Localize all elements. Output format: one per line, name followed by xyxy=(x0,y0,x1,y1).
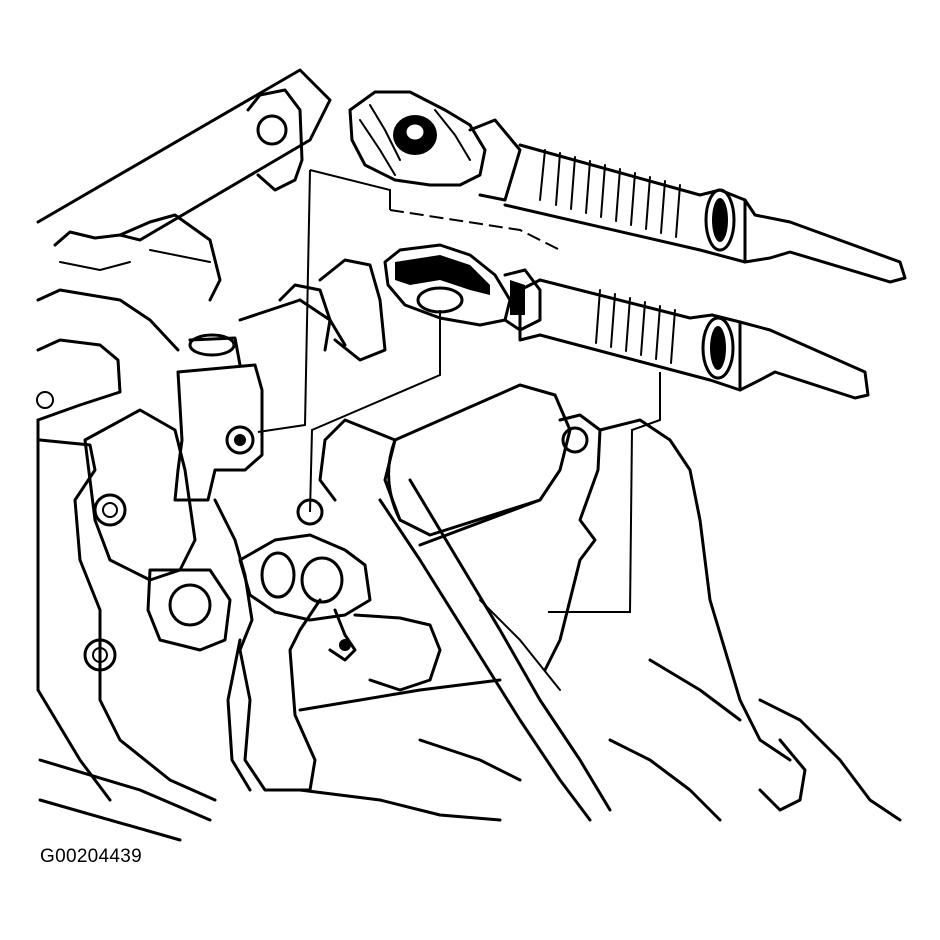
figure-id-label: G00204439 xyxy=(40,846,143,867)
lower-rails xyxy=(298,478,612,822)
transmission-case-outline xyxy=(36,68,332,842)
mount-boss-upper xyxy=(246,88,332,352)
shift-lever xyxy=(173,333,324,792)
mount-plate xyxy=(238,258,387,362)
bracket-right xyxy=(543,413,902,822)
leader-lines xyxy=(257,169,661,613)
bracket-left xyxy=(83,408,232,672)
lower-cable-connector xyxy=(383,243,542,332)
upper-shift-cable xyxy=(503,143,907,284)
cable-end-clip xyxy=(238,533,502,712)
actuator-cylinder xyxy=(318,383,572,547)
lower-shift-cable xyxy=(518,278,870,400)
upper-cable-connector xyxy=(348,90,522,202)
